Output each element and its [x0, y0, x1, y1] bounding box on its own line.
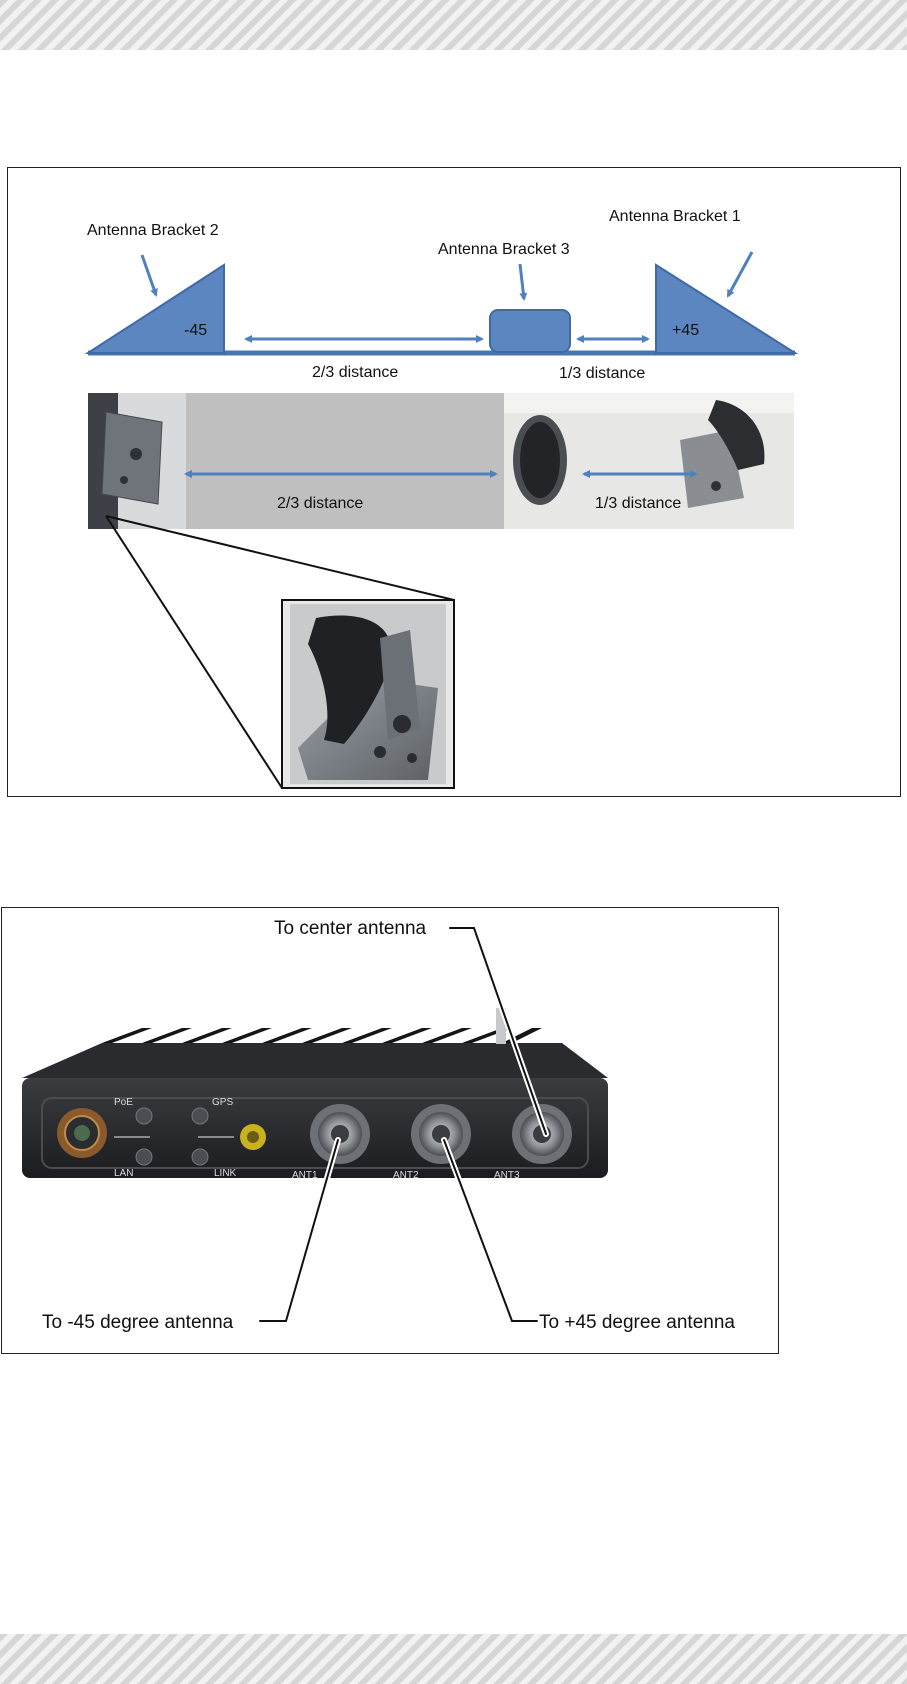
poe-led-icon [136, 1108, 152, 1124]
ant1-label: ANT1 [292, 1170, 318, 1181]
bracket-placement-figure: Antenna Bracket 2 Antenna Bracket 3 Ante… [7, 167, 901, 797]
photo-one-third-label: 1/3 distance [595, 495, 681, 512]
link-led-icon [192, 1149, 208, 1165]
ant3-connector [512, 1104, 572, 1164]
one-third-distance-label: 1/3 distance [559, 365, 645, 382]
bracket-3-pointer [520, 264, 524, 299]
link-led-label: LINK [214, 1168, 237, 1179]
header-stripe-band [0, 0, 907, 50]
angle-plus-45-label: +45 [672, 322, 699, 339]
minus45-antenna-callout: To -45 degree antenna [42, 1312, 234, 1333]
angle-minus-45-label: -45 [184, 322, 207, 339]
bracket-2-label: Antenna Bracket 2 [87, 222, 219, 239]
bracket-3-box [490, 310, 570, 352]
gps-led-label: GPS [212, 1097, 233, 1108]
bracket-photo-strip: 2/3 distance 1/3 distance [88, 393, 794, 529]
lan-led-icon [136, 1149, 152, 1165]
bracket-1-label: Antenna Bracket 1 [609, 208, 741, 225]
photo-two-thirds-label: 2/3 distance [277, 495, 363, 512]
two-thirds-distance-label: 2/3 distance [312, 364, 398, 381]
ant2-label: ANT2 [393, 1170, 419, 1181]
ant2-connector [411, 1104, 471, 1164]
antenna-connection-diagram: To center antenna To -45 degree antenna … [2, 908, 778, 1353]
gps-sma-connector [240, 1124, 266, 1150]
bracket-2-pointer [142, 255, 156, 295]
bracket-1-pointer [728, 252, 752, 296]
bracket-placement-diagram: Antenna Bracket 2 Antenna Bracket 3 Ante… [8, 168, 900, 796]
poe-led-label: PoE [114, 1097, 133, 1108]
center-antenna-callout: To center antenna [274, 918, 427, 939]
footer-stripe-band [0, 1634, 907, 1684]
bracket-1-triangle [656, 265, 795, 353]
gps-led-icon [192, 1108, 208, 1124]
zoom-callout-line-bottom [106, 516, 282, 788]
bracket-2-triangle [88, 265, 224, 353]
antenna-connection-figure: To center antenna To -45 degree antenna … [1, 907, 779, 1354]
ant1-connector [310, 1104, 370, 1164]
plus45-antenna-callout: To +45 degree antenna [539, 1312, 735, 1333]
lan-led-label: LAN [114, 1168, 133, 1179]
poe-port [57, 1108, 107, 1158]
ant3-label: ANT3 [494, 1170, 520, 1181]
zoom-inset-photo [282, 600, 454, 788]
bracket-3-label: Antenna Bracket 3 [438, 241, 570, 258]
